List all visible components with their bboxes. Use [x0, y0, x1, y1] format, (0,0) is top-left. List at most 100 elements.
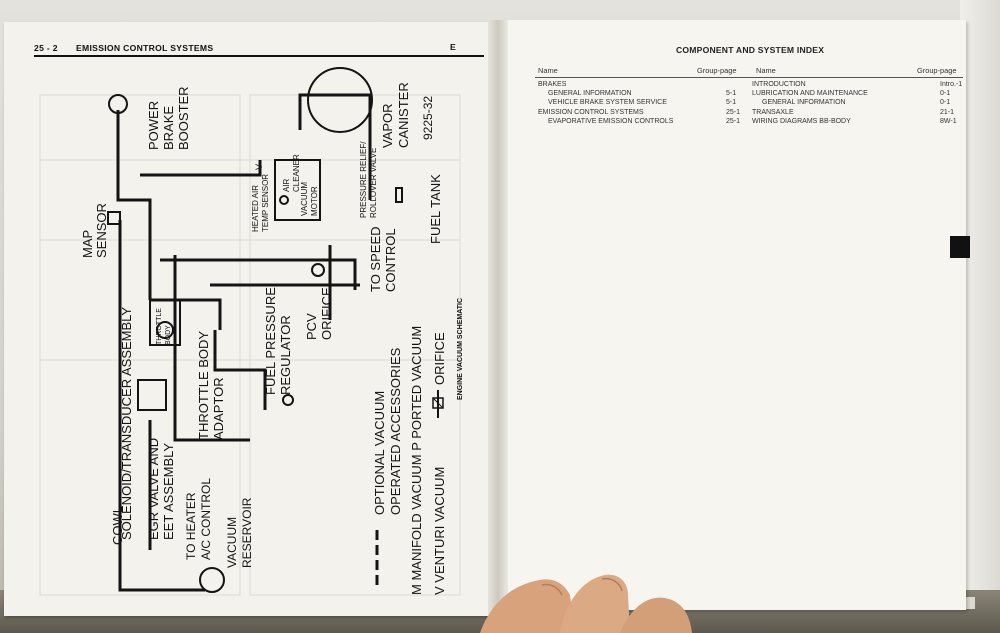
col2-page-head: Group-page	[917, 66, 957, 75]
edition-mark: E	[450, 42, 457, 52]
vacuum-reservoir-icon	[199, 567, 225, 593]
brake-booster-icon	[108, 94, 128, 114]
label-vapor: VAPOR	[380, 103, 395, 148]
ghost-print	[39, 94, 461, 596]
label-map: MAP	[80, 230, 95, 258]
label-booster: BOOSTER	[176, 86, 191, 150]
hose-upper	[140, 160, 262, 177]
label-cowl: COWL	[110, 506, 125, 545]
index-entry-page: 5-1	[726, 99, 737, 107]
label-vacuum-res: VACUUM	[225, 517, 239, 568]
port-v: V	[254, 164, 264, 170]
diagram-labels: POWER BRAKE BOOSTER VAPOR CANISTER 9225-…	[80, 82, 464, 595]
index-entry-page: 25-1	[726, 117, 741, 125]
label-vacuum: VACUUM	[300, 182, 309, 216]
label-eet: EET ASSEMBLY	[161, 443, 176, 540]
label-power: POWER	[146, 101, 161, 150]
hose-regulator	[213, 330, 267, 410]
label-orifice: ORIFICE	[319, 287, 334, 340]
index-entry-name: EMISSION CONTROL SYSTEMS	[538, 108, 644, 116]
index-entry-name: VEHICLE BRAKE SYSTEM SERVICE	[548, 99, 667, 107]
label-ac-control: A/C CONTROL	[199, 478, 213, 560]
thumb-tab-marker	[950, 236, 970, 258]
index-entry-page: 0-1	[940, 99, 951, 107]
index-entry-name: WIRING DIAGRAMS BB-BODY	[752, 117, 851, 125]
book-gutter	[488, 20, 508, 614]
index-title: COMPONENT AND SYSTEM INDEX	[676, 45, 825, 55]
page-number: 25 - 2	[34, 43, 58, 53]
index-entry-page: 25-1	[726, 108, 741, 116]
label-fuel-pressure: FUEL PRESSURE	[263, 287, 278, 395]
label-egr: EGR VALVE AND	[146, 438, 161, 540]
egr-valve-icon	[137, 379, 167, 411]
index-entry-page: Intro.-1	[940, 81, 963, 88]
label-throttle: THROTTLE	[156, 308, 163, 345]
rollover-valve-icon	[395, 187, 403, 203]
label-motor: MOTOR	[310, 186, 319, 216]
label-cleaner: CLEANER	[292, 154, 301, 192]
label-tb-adaptor: THROTTLE BODY	[196, 331, 211, 440]
label-body: BODY	[165, 325, 172, 345]
label-brake: BRAKE	[161, 106, 176, 150]
col1-page-head: Group-page	[697, 66, 737, 75]
temp-sensor-icon	[279, 195, 289, 205]
label-temp-sensor: TEMP SENSOR	[261, 174, 270, 232]
label-figure-number: 9225-32	[421, 96, 435, 140]
index-entry-page: 8W-1	[940, 117, 957, 125]
index-entry-name: GENERAL INFORMATION	[762, 99, 846, 107]
col2-name-head: Name	[756, 66, 776, 75]
label-to-speed: TO SPEED	[368, 226, 383, 292]
throttle-body-icon	[149, 299, 181, 346]
regulator-icon	[282, 394, 294, 406]
hose-main	[118, 220, 205, 592]
label-rollover-valve: ROLLOVER VALVE	[369, 148, 378, 218]
pcv-orifice-icon	[311, 263, 325, 277]
figure-caption: ENGINE VACUUM SCHEMATIC	[457, 298, 464, 400]
index-entry-name: TRANSAXLE	[752, 108, 794, 116]
index-entry-name: INTRODUCTION	[752, 81, 806, 88]
label-control: CONTROL	[383, 228, 398, 292]
label-reservoir: RESERVOIR	[240, 497, 254, 568]
label-heated-air: HEATED AIR	[251, 185, 260, 232]
label-regulator: REGULATOR	[278, 315, 293, 395]
label-solenoid: SOLENOID/TRANSDUCER ASSEMBLY	[119, 307, 134, 540]
legend-optional: OPTIONAL VACUUM	[372, 391, 387, 515]
hand-holding-book	[480, 574, 692, 633]
legend-accessories: OPERATED ACCESSORIES	[388, 347, 403, 515]
index-entry-name: GENERAL INFORMATION	[548, 90, 632, 98]
hose-brake	[116, 110, 152, 300]
background-paper-strip	[960, 0, 1000, 600]
label-sensor: SENSOR	[94, 203, 109, 258]
index-entry-name: BRAKES	[538, 81, 567, 88]
vapor-canister-icon	[307, 67, 373, 133]
air-cleaner-icon	[274, 159, 321, 221]
header-rule	[34, 55, 484, 57]
col1-name-head: Name	[538, 66, 558, 75]
index-entry-name: LUBRICATION AND MAINTENANCE	[752, 90, 868, 98]
right-page	[498, 20, 966, 610]
label-fuel-tank: FUEL TANK	[428, 174, 443, 244]
hose-speed	[160, 258, 357, 290]
index-entry-page: 21-1	[940, 108, 955, 116]
section-title: EMISSION CONTROL SYSTEMS	[76, 43, 214, 53]
vacuum-hoses	[116, 93, 372, 592]
index-entry-page: 5-1	[726, 90, 737, 98]
legend-orifice: ORIFICE	[432, 332, 447, 385]
hose-adaptor	[173, 255, 250, 442]
label-pressure-relief: PRESSURE RELIEF/	[359, 141, 368, 218]
label-air: AIR	[282, 178, 291, 192]
left-page	[4, 22, 498, 616]
label-pcv: PCV	[304, 313, 319, 340]
label-adaptor: ADAPTOR	[211, 377, 226, 440]
throttle-body-port-icon	[156, 321, 174, 339]
map-sensor-icon	[107, 211, 121, 225]
index-entry-page: 0-1	[940, 90, 951, 98]
label-canister: CANISTER	[396, 82, 411, 148]
legend-manifold: M MANIFOLD VACUUM P PORTED VACUUM	[409, 326, 424, 595]
index-entry-name: EVAPORATIVE EMISSION CONTROLS	[548, 117, 674, 125]
legend-orifice-symbol	[432, 390, 444, 418]
legend-venturi: V VENTURI VACUUM	[432, 467, 447, 595]
index-rule	[535, 77, 963, 78]
